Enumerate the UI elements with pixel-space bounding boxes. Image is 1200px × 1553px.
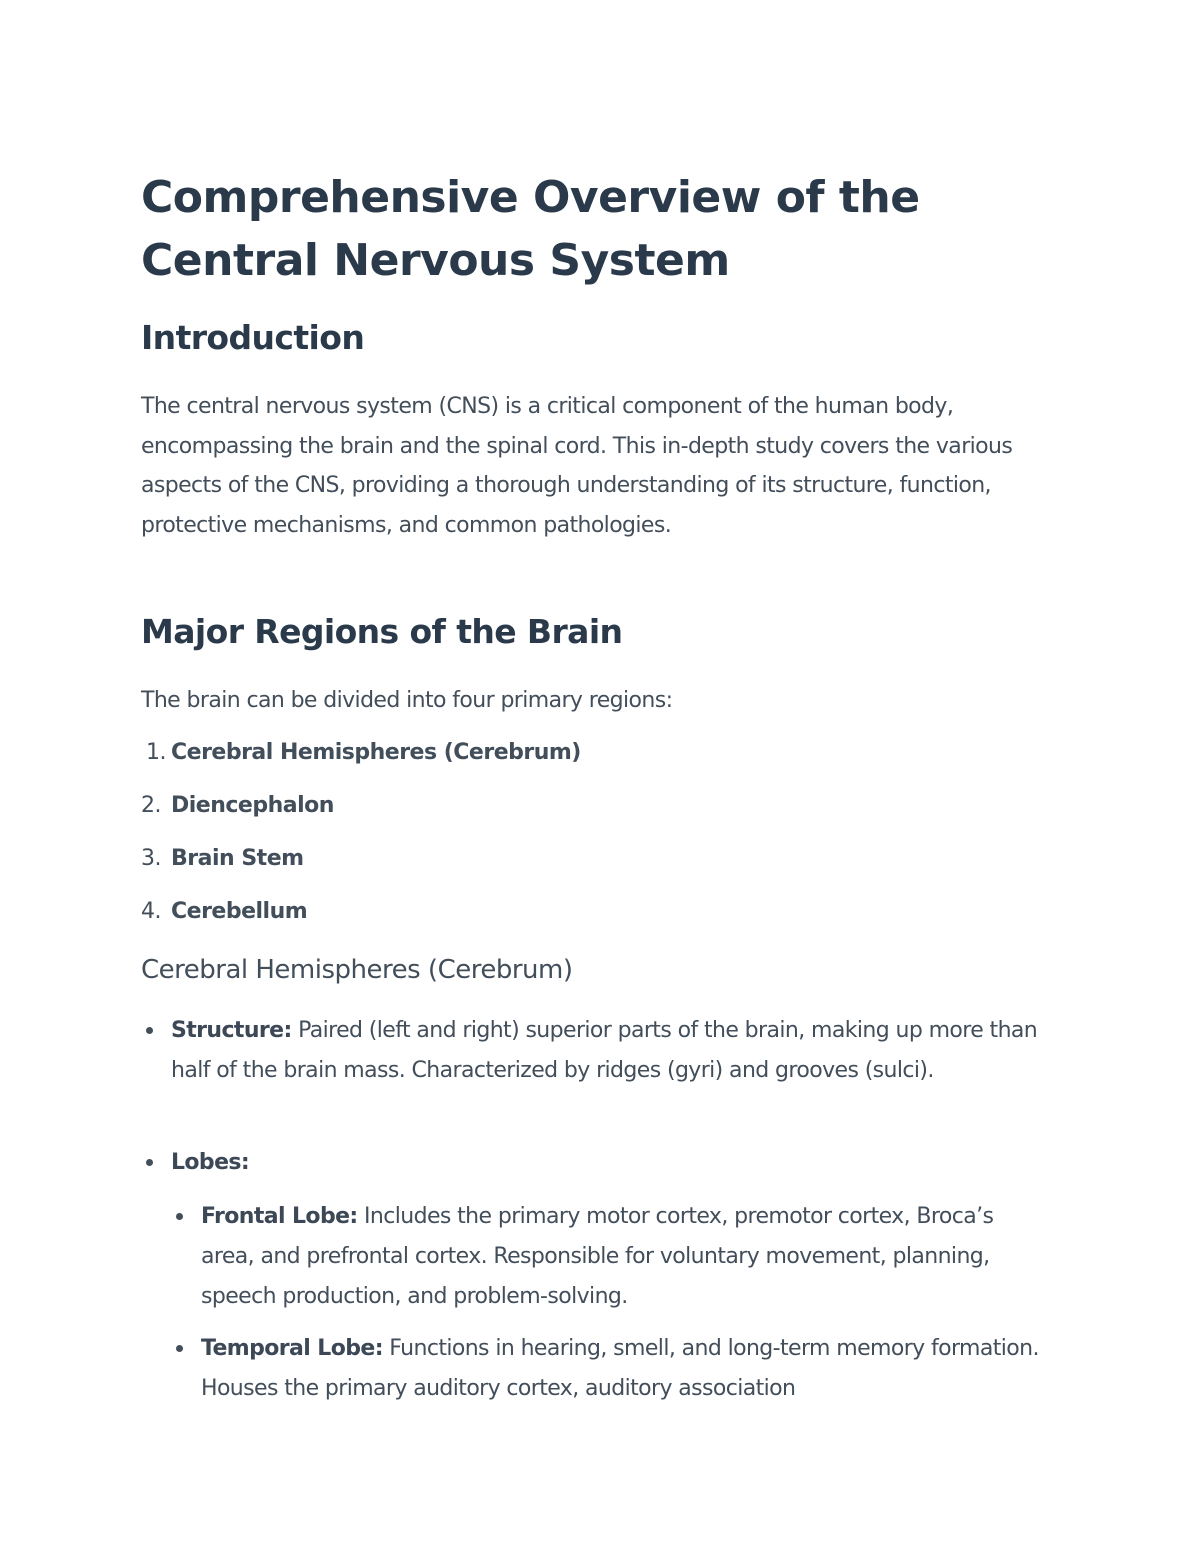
region-list-item: 4. Cerebellum [141,897,308,927]
bullet-term: Temporal Lobe: [201,1336,383,1361]
region-label: Brain Stem [171,846,304,871]
bullet-structure: Structure: Paired (left and right) super… [146,1011,1041,1091]
list-number: 1. [146,740,167,765]
title-line-1: Comprehensive Overview of the [141,172,920,223]
bullet-text: Includes the primary motor cortex, premo… [201,1204,994,1309]
bullet-frontal-lobe: Frontal Lobe: Includes the primary motor… [176,1197,1041,1317]
list-number: 4. [141,899,162,924]
bullet-term: Structure: [171,1018,292,1043]
bullet-text: Paired (left and right) superior parts o… [171,1018,1038,1083]
bullet-lobes: Lobes: [146,1143,1041,1183]
region-label: Cerebellum [171,899,308,924]
region-list-item: 2. Diencephalon [141,791,334,821]
document-title: Comprehensive Overview of the Central Ne… [141,166,1041,292]
region-list-item: 1.Cerebral Hemispheres (Cerebrum) [146,738,581,768]
region-label: Diencephalon [171,793,334,818]
list-number: 2. [141,793,162,818]
region-label: Cerebral Hemispheres (Cerebrum) [171,740,581,765]
bullet-term: Frontal Lobe: [201,1204,358,1229]
cerebrum-subheading: Cerebral Hemispheres (Cerebrum) [141,955,573,985]
title-line-2: Central Nervous System [141,235,730,286]
introduction-heading: Introduction [141,318,365,357]
major-regions-heading: Major Regions of the Brain [141,612,623,651]
introduction-paragraph: The central nervous system (CNS) is a cr… [141,394,1013,538]
bullet-dot-icon [146,1159,153,1166]
major-regions-intro: The brain can be divided into four prima… [141,688,673,713]
bullet-dot-icon [146,1027,153,1034]
bullet-temporal-lobe: Temporal Lobe: Functions in hearing, sme… [176,1329,1041,1409]
bullet-dot-icon [176,1213,183,1220]
bullet-term: Lobes: [171,1150,250,1175]
bullet-dot-icon [176,1345,183,1352]
list-number: 3. [141,846,162,871]
bullet-text: Functions in hearing, smell, and long-te… [201,1336,1039,1401]
region-list-item: 3. Brain Stem [141,844,304,874]
